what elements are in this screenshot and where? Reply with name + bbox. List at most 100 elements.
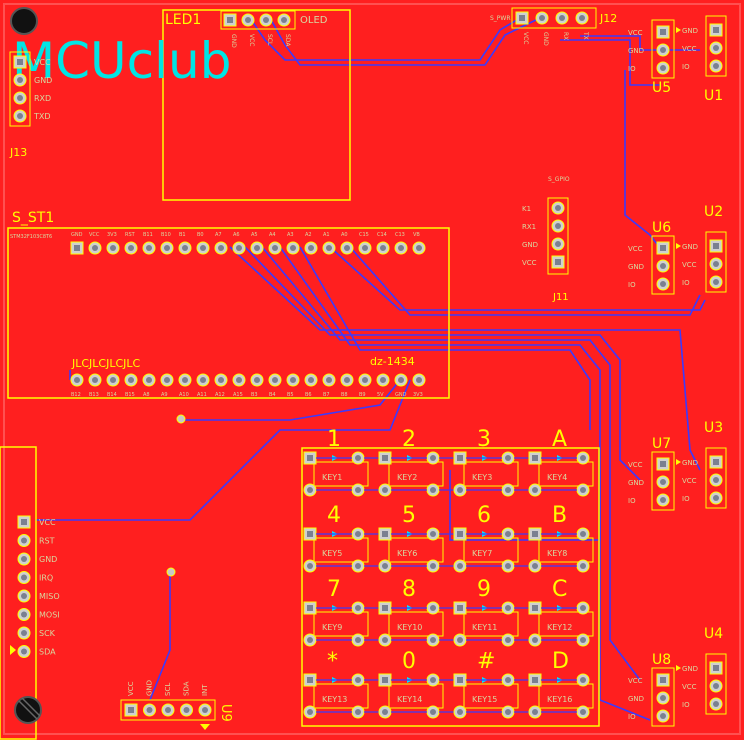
via [176,414,186,424]
pad-drill [416,377,422,383]
pad-drill [307,487,313,493]
mcu-module: S_ST1 STM32F103C8T6 JLCJLCJLCJLC dz-1434… [7,210,450,399]
mcu-bottom-pin-label: B14 [107,392,117,398]
mcu-bottom-pin-label: A8 [143,392,150,398]
mcu-bottom-pin-label: GND [395,392,407,398]
j11-pin-label: K1 [522,205,531,213]
pin1-marker [676,459,681,465]
pad-drill [532,605,538,611]
mounting-hole-bottom-left [14,696,42,724]
pad-drill [660,695,666,701]
spi-pin-label: GND [39,555,57,564]
pad-drill [457,637,463,643]
pad-drill [713,45,719,51]
pad-drill [355,563,361,569]
keypad-key-name: KEY5 [322,549,342,558]
pin1-marker [676,665,681,671]
pad-drill [307,709,313,715]
mcu-top-pin-label: A2 [305,232,312,238]
pad-drill [532,709,538,715]
pad-drill [457,531,463,537]
mcu-top-pin-label: GND [71,232,83,238]
mcu-bottom-pin-label: B8 [341,392,348,398]
switch-outline [313,611,369,637]
pad-drill [218,245,224,251]
pad-drill [382,709,388,715]
j11-pin-label: VCC [522,259,537,267]
spi-pin-label: VCC [39,518,56,527]
pad-drill [165,707,171,713]
pad-drill [254,377,260,383]
pin1-marker [200,724,210,730]
pad-drill [505,605,511,611]
sensor-pin-label: GND [682,27,698,35]
pad-drill [362,245,368,251]
keypad-key-name: KEY16 [547,695,572,704]
pad-drill [290,245,296,251]
pin1-marker [676,243,681,249]
keypad-key[interactable]: *KEY13 [303,649,379,719]
keypad-key-name: KEY8 [547,549,567,558]
switch-outline [388,461,444,487]
switch-outline [538,683,594,709]
pad-drill [398,245,404,251]
pad-drill [660,281,666,287]
sensor-pin-label: VCC [682,683,697,691]
pad-drill [182,245,188,251]
keypad-key[interactable]: #KEY15 [453,649,529,719]
trace [624,70,661,249]
mcu-top-pin-label: A1 [323,232,330,238]
via [166,567,176,577]
pad-drill [713,27,719,33]
relay-pin-label: GND [628,263,644,271]
pad-drill [380,245,386,251]
trace [279,246,651,721]
sensor-pin-label: GND [682,459,698,467]
j12-pin-label: VCC [522,32,529,44]
switch-outline [388,683,444,709]
pad-drill [200,377,206,383]
pad-drill [580,637,586,643]
sensor-pin-label: GND [682,665,698,673]
pad-drill [355,677,361,683]
j12-pin-label: RX [562,32,569,40]
j11-outline [547,197,569,275]
sensor-outline [705,231,727,293]
pad-drill [128,707,134,713]
j12-pin-label: GND [542,32,549,46]
trace [149,572,171,701]
pad-drill [382,455,388,461]
keypad-key-name: KEY11 [472,623,497,632]
j13-pin-label: TXD [33,112,51,121]
pad-drill [164,377,170,383]
led1-pin-label: SDA [284,34,291,47]
pad-drill [146,377,152,383]
switch-outline [313,537,369,563]
mcu-top-pin-label: VB [413,232,420,238]
pad-drill [382,637,388,643]
sensor-pin-label: VCC [682,45,697,53]
pad-drill [344,245,350,251]
keypad-key-name: KEY3 [472,473,492,482]
u9-outline [120,699,216,721]
sensor-pin-label: IO [682,279,690,287]
